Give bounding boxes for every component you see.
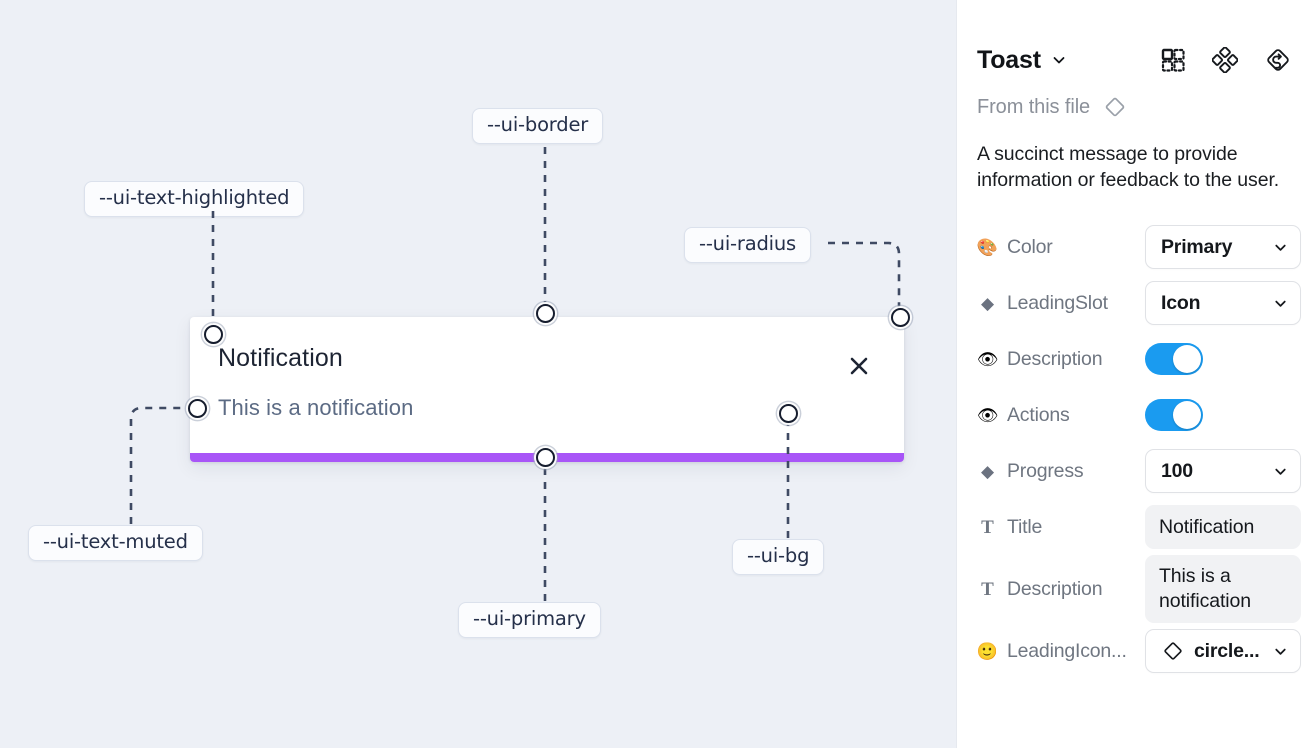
token-label-ui-radius[interactable]: --ui-radius [684, 227, 811, 263]
palette-icon: 🎨 [976, 237, 999, 257]
toggle-knob [1173, 345, 1201, 374]
text-type-icon: T [981, 516, 994, 538]
property-row-leadingicon: 🙂 LeadingIcon... circle... [977, 623, 1301, 679]
select-value: 100 [1161, 459, 1193, 482]
property-control: circle... [1145, 629, 1301, 674]
toast-description: This is a notification [218, 395, 414, 420]
token-label-ui-text-highlighted[interactable]: --ui-text-highlighted [84, 181, 305, 217]
property-name: LeadingIcon... [1007, 639, 1127, 662]
property-control [1145, 399, 1292, 432]
chevron-down-icon [1273, 240, 1288, 255]
component-icon[interactable] [1212, 47, 1238, 73]
property-control: Notification [1145, 505, 1301, 550]
text-type-icon: T [981, 578, 994, 600]
chevron-down-icon [1273, 464, 1288, 479]
property-name: Progress [1007, 459, 1084, 482]
property-label-group: T Description [977, 578, 1145, 601]
token-handle-ui-text-muted[interactable] [188, 399, 207, 418]
property-control: This is a notification [1145, 555, 1301, 624]
property-name: LeadingSlot [1007, 291, 1108, 314]
toast-title: Notification [218, 344, 343, 372]
select-value: Icon [1161, 291, 1201, 314]
property-control: Primary [1145, 225, 1301, 270]
eye-icon: 👁 [976, 349, 999, 369]
property-label-group: 👁 Description [977, 348, 1145, 371]
progress-select[interactable]: 100 [1145, 449, 1301, 494]
chevron-down-icon [1273, 296, 1288, 311]
chevron-down-icon[interactable] [1051, 52, 1067, 68]
diamond-icon [1102, 94, 1128, 120]
toggle-knob [1173, 401, 1201, 430]
token-handle-ui-border[interactable] [536, 304, 555, 323]
property-name: Description [1007, 577, 1103, 600]
property-name: Description [1007, 347, 1103, 370]
token-label-ui-text-muted[interactable]: --ui-text-muted [28, 525, 203, 561]
description-input[interactable]: This is a notification [1145, 555, 1301, 624]
token-label-ui-bg[interactable]: --ui-bg [732, 539, 825, 575]
property-label-group: ◆ LeadingSlot [977, 292, 1145, 315]
select-value: Primary [1161, 235, 1233, 258]
property-row-description-visibility: 👁 Description [977, 331, 1292, 387]
select-value: circle... [1194, 639, 1260, 662]
chevron-down-icon [1273, 644, 1288, 659]
actions-toggle[interactable] [1145, 399, 1203, 432]
property-label-group: 👁 Actions [977, 404, 1145, 427]
reset-instance-icon[interactable] [1264, 46, 1292, 74]
eye-icon: 👁 [976, 405, 999, 425]
toast-preview-card[interactable]: Notification This is a notification [190, 317, 904, 462]
property-name: Title [1007, 515, 1043, 538]
property-label-group: T Title [977, 516, 1145, 539]
property-row-progress: ◆ Progress 100 [977, 443, 1301, 499]
property-row-description-text: T Description This is a notification [977, 555, 1301, 624]
token-handle-ui-radius[interactable] [891, 308, 910, 327]
page-title: Toast [977, 45, 1041, 74]
title-input[interactable]: Notification [1145, 505, 1301, 550]
property-label-group: 🙂 LeadingIcon... [977, 640, 1145, 663]
property-label-group: ◆ Progress [977, 460, 1145, 483]
diamond-icon: ◆ [980, 293, 995, 313]
property-row-title: T Title Notification [977, 499, 1301, 555]
smiley-icon: 🙂 [976, 641, 999, 661]
token-label-ui-primary[interactable]: --ui-primary [458, 602, 601, 638]
property-control: 100 [1145, 449, 1301, 494]
description-toggle[interactable] [1145, 343, 1203, 376]
property-list: 🎨 Color Primary ◆ LeadingSlot [977, 219, 1301, 679]
token-handle-ui-primary[interactable] [536, 448, 555, 467]
design-canvas[interactable]: Notification This is a notification --ui… [0, 0, 956, 748]
property-name: Color [1007, 235, 1053, 258]
token-handle-ui-bg[interactable] [779, 404, 798, 423]
property-row-leadingslot: ◆ LeadingSlot Icon [977, 275, 1301, 331]
close-icon[interactable] [846, 353, 872, 379]
diamond-icon: ◆ [980, 461, 995, 481]
diamond-icon [1161, 639, 1185, 663]
property-control: Icon [1145, 281, 1301, 326]
property-control [1145, 343, 1292, 376]
token-label-ui-border[interactable]: --ui-border [472, 108, 604, 144]
header-icon-group [1160, 46, 1292, 74]
component-set-icon[interactable] [1160, 47, 1186, 73]
from-this-file-label: From this file [977, 95, 1091, 118]
property-row-color: 🎨 Color Primary [977, 219, 1301, 275]
property-name: Actions [1007, 403, 1070, 426]
property-label-group: 🎨 Color [977, 236, 1145, 259]
properties-panel: Toast [956, 0, 1312, 748]
leadingslot-select[interactable]: Icon [1145, 281, 1301, 326]
component-description: A succinct message to provide informatio… [977, 143, 1280, 191]
token-handle-ui-text-highlighted[interactable] [204, 325, 223, 344]
leadingicon-select[interactable]: circle... [1145, 629, 1301, 674]
property-row-actions-visibility: 👁 Actions [977, 387, 1292, 443]
from-this-file-row[interactable]: From this file [977, 94, 1292, 120]
color-select[interactable]: Primary [1145, 225, 1301, 270]
panel-header: Toast [977, 32, 1292, 88]
